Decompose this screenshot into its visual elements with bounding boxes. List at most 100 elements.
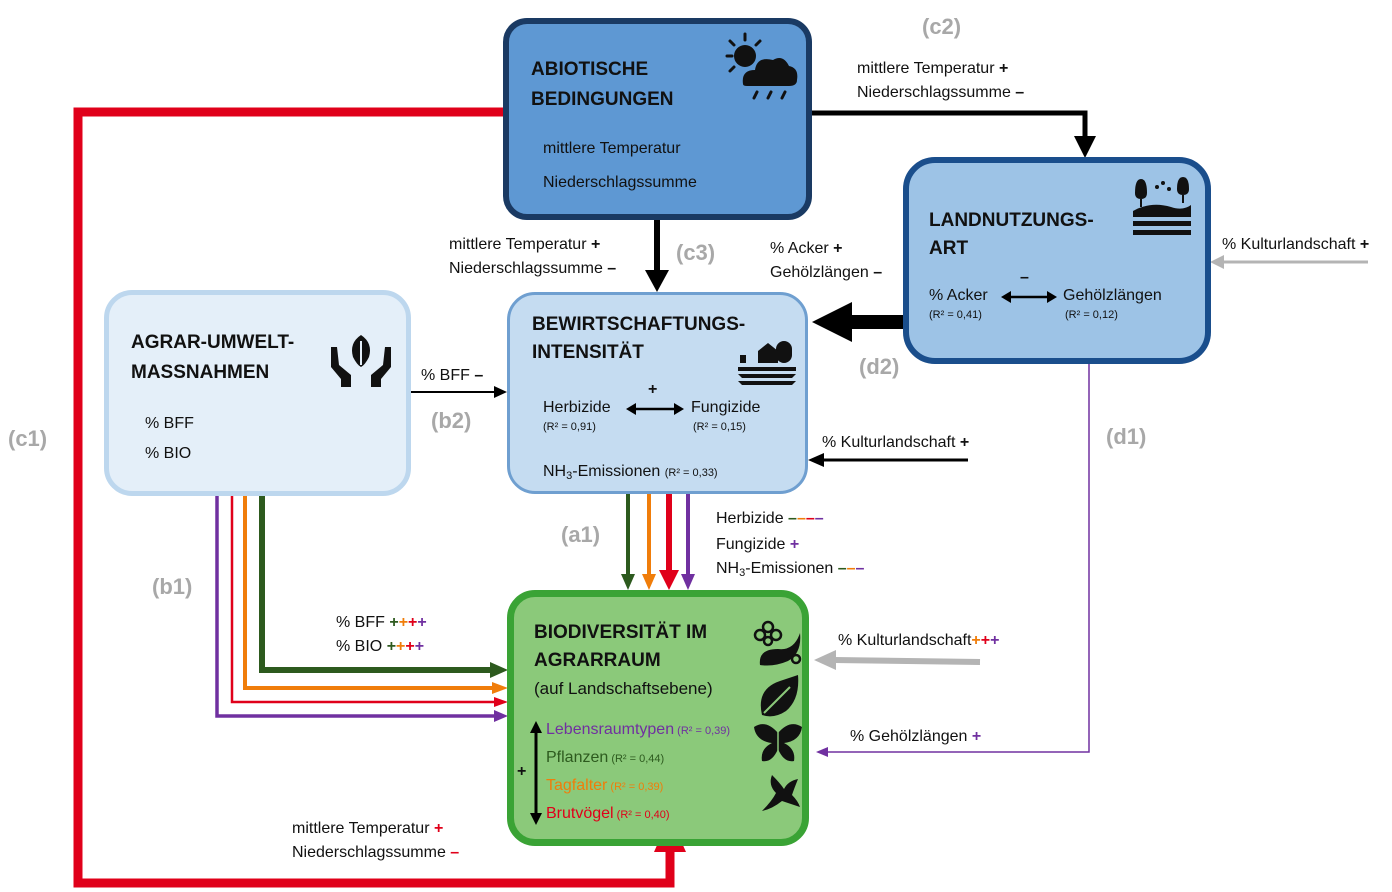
land-use-item-gehoelz: Gehölzlängen (1063, 287, 1162, 304)
leaf-icon (760, 675, 799, 717)
effect-sign: + (396, 638, 406, 655)
biodiversity-group-r2: (R² = 0,40) (613, 809, 670, 821)
b1-butterflies-arrowhead (492, 682, 508, 694)
agri-env-title-line1: AGRAR-UMWELT- (131, 332, 295, 353)
landscape-icon (1133, 177, 1191, 235)
kultur-mgmt-label: % Kulturlandschaft + (822, 434, 970, 451)
biodiversity-group-item: Tagfalter (R² = 0,39) (546, 777, 663, 795)
effect-sign: – (855, 560, 865, 577)
effect-sign: – (837, 560, 847, 577)
management-relation-sign: + (648, 381, 658, 398)
management-intensity-box: BEWIRTSCHAFTUNGS- INTENSITÄT Herbizide (… (507, 292, 808, 494)
agri-env-item-bio: % BIO (145, 445, 192, 462)
abiotic-item-temperature: mittlere Temperatur (543, 140, 681, 157)
abiotic-title-line1: ABIOTISCHE (531, 59, 649, 80)
management-title-line1: BEWIRTSCHAFTUNGS- (532, 314, 746, 335)
management-herbicides-r2: (R² = 0,91) (543, 421, 596, 433)
code-b1: (b1) (152, 574, 193, 599)
biodiversity-group-r2: (R² = 0,39) (607, 781, 664, 793)
biodiversity-relation-arrow (530, 721, 542, 825)
effect-sign: + (789, 536, 800, 553)
code-d2: (d2) (859, 354, 900, 379)
effect-sign: + (980, 632, 991, 649)
d1-connector (826, 364, 1090, 753)
c3-temperature-label: mittlere Temperatur + (449, 236, 601, 253)
kultur-bio-connector (833, 657, 981, 665)
biodiversity-group-r2: (R² = 0,44) (608, 753, 665, 765)
a1-birds-arrowhead (659, 570, 679, 590)
effect-sign: + (389, 614, 399, 631)
effect-sign: + (408, 614, 418, 631)
a1-butterflies-arrowhead (642, 574, 656, 590)
biodiversity-group-label: Lebensraumtypen (546, 721, 675, 738)
b1-birds-arrowhead (494, 697, 508, 707)
b1-bff-label: % BFF ++++ (336, 614, 427, 631)
land-use-item-acker: % Acker (929, 287, 988, 304)
butterfly-icon (754, 724, 802, 762)
a1-fungicides-label: Fungizide + (716, 536, 800, 553)
c1-temperature-label: mittlere Temperatur + (292, 820, 444, 837)
abiotic-title-line2: BEDINGUNGEN (531, 89, 674, 110)
management-title-line2: INTENSITÄT (532, 342, 644, 363)
effect-sign: + (386, 638, 397, 655)
effect-sign: – (846, 560, 856, 577)
a1-plants-arrowhead (621, 574, 635, 590)
land-use-relation-arrow (1001, 291, 1057, 303)
biodiversity-title-line1: BIODIVERSITÄT IM (534, 622, 708, 643)
kultur-mgmt-arrowhead (808, 453, 824, 467)
effect-sign: – (814, 510, 824, 527)
effect-sign: – (805, 510, 815, 527)
biodiversity-group-item: Brutvögel (R² = 0,40) (546, 805, 670, 823)
land-use-box: LANDNUTZUNGS- ART % Acker (R² = 0,41) Ge… (903, 157, 1211, 364)
b1-bio-label: % BIO ++++ (336, 638, 425, 655)
d2-acker-label: % Acker + (770, 240, 843, 257)
b1-habitat-arrowhead (494, 710, 508, 722)
c1-connector (73, 107, 675, 888)
a1-nh3-label: NH3-Emissionen ––– (716, 560, 865, 579)
bird-icon (762, 775, 800, 811)
d2-arrowhead (812, 302, 852, 342)
kultur-landuse-label: % Kulturlandschaft + (1222, 236, 1370, 253)
a1-habitat-arrowhead (681, 574, 695, 590)
b1-habitat-line (215, 496, 494, 718)
code-a1: (a1) (561, 522, 601, 547)
b2-bff-label: % BFF – (421, 367, 484, 384)
management-item-nh3: NH3-Emissionen (R² = 0,33) (543, 463, 718, 482)
d2-gehoelz-label: Gehölzlängen – (770, 264, 883, 281)
biodiversity-relation-sign: + (517, 763, 527, 780)
abiotic-conditions-box: ABIOTISCHE BEDINGUNGEN mittlere Temperat… (503, 18, 812, 220)
management-fungicides-r2: (R² = 0,15) (693, 421, 746, 433)
c2-connector (812, 110, 1088, 138)
land-use-title-line2: ART (929, 238, 969, 259)
biodiversity-group-item: Pflanzen (R² = 0,44) (546, 749, 664, 767)
c2-arrowhead (1074, 136, 1096, 158)
nh3-subscript: 3 (566, 470, 573, 482)
a1-herbicides-label: Herbizide –––– (716, 510, 824, 527)
biodiversity-title-line2: AGRARRAUM (534, 650, 661, 671)
abiotic-item-precipitation: Niederschlagssumme (543, 174, 697, 191)
agri-env-item-bff: % BFF (145, 415, 194, 432)
effect-sign: + (398, 614, 409, 631)
biodiversity-box: BIODIVERSITÄT IM AGRARRAUM (auf Landscha… (507, 590, 809, 846)
b1-butterflies-line (243, 496, 494, 690)
management-item-fungicides: Fungizide (691, 399, 761, 416)
code-c3: (c3) (676, 240, 716, 265)
farm-icon (738, 341, 796, 385)
biodiversity-group-r2: (R² = 0,39) (674, 725, 731, 737)
effect-sign: + (414, 638, 425, 655)
effect-sign: – (788, 510, 797, 527)
land-use-acker-r2: (R² = 0,41) (929, 309, 982, 321)
kultur-bio-arrowhead (814, 650, 836, 670)
effect-sign: + (417, 614, 427, 631)
c2-precipitation-label: Niederschlagssumme – (857, 84, 1025, 101)
hands-leaf-icon (331, 335, 391, 387)
effect-sign: + (990, 632, 1000, 649)
nh3-suffix: -Emissionen (572, 463, 661, 480)
d1-gehoelz-label: % Gehölzlängen + (850, 728, 982, 745)
c3-arrowhead (645, 270, 669, 292)
code-b2: (b2) (431, 408, 472, 433)
b1-plants-arrowhead (490, 662, 508, 678)
c2-temperature-label: mittlere Temperatur + (857, 60, 1009, 77)
land-use-title-line1: LANDNUTZUNGS- (929, 210, 1094, 231)
